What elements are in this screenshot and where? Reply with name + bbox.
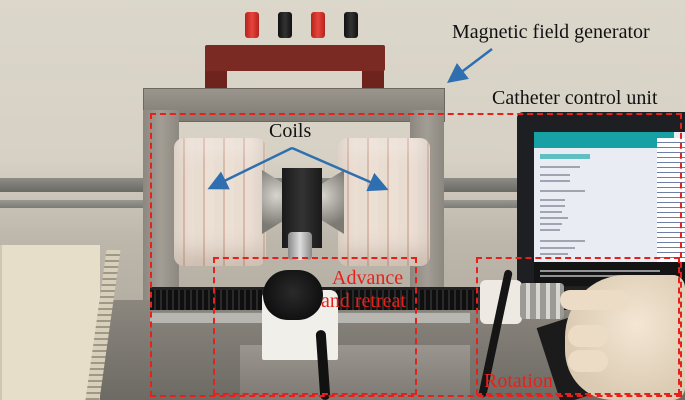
terminal-block	[205, 45, 385, 71]
code-line	[540, 229, 560, 231]
shaft-coupler	[520, 283, 564, 319]
code-line	[540, 223, 562, 225]
black-binding-post	[278, 12, 292, 38]
finger	[568, 350, 608, 372]
power-supply-box	[0, 245, 100, 400]
magnetic-field-generator-label: Magnetic field generator	[452, 21, 650, 43]
console-line	[540, 270, 660, 272]
console-line	[540, 275, 675, 277]
advance-label-line1: Advance	[332, 267, 404, 289]
code-line	[540, 253, 568, 255]
code-line	[540, 190, 585, 192]
code-line	[540, 211, 562, 213]
rotation-label: Rotation	[484, 370, 553, 392]
finger	[568, 325, 608, 347]
code-line	[540, 247, 575, 249]
black-binding-post	[344, 12, 358, 38]
ide-tab	[540, 154, 590, 159]
advance-motor	[263, 270, 323, 320]
code-line	[540, 166, 580, 168]
advance-label-line2: and retreat	[321, 290, 406, 312]
generator-frame-left	[143, 110, 179, 300]
catheter-control-unit-box	[150, 113, 682, 397]
code-line	[540, 205, 565, 207]
finger	[560, 290, 630, 310]
ide-toolbar	[534, 132, 674, 148]
rotation-box	[476, 257, 680, 395]
coils-label: Coils	[269, 120, 312, 142]
advance-retreat-box	[213, 257, 417, 395]
code-line	[540, 180, 570, 182]
red-binding-post	[245, 12, 259, 38]
center-shaft	[288, 232, 312, 260]
code-line	[540, 240, 585, 242]
code-line	[540, 199, 565, 201]
generator-frame-top	[143, 88, 445, 122]
generator-arrow-icon	[447, 48, 493, 84]
catheter-control-unit-label: Catheter control unit	[492, 87, 658, 109]
code-line	[540, 174, 570, 176]
red-binding-post	[311, 12, 325, 38]
code-line	[540, 217, 568, 219]
